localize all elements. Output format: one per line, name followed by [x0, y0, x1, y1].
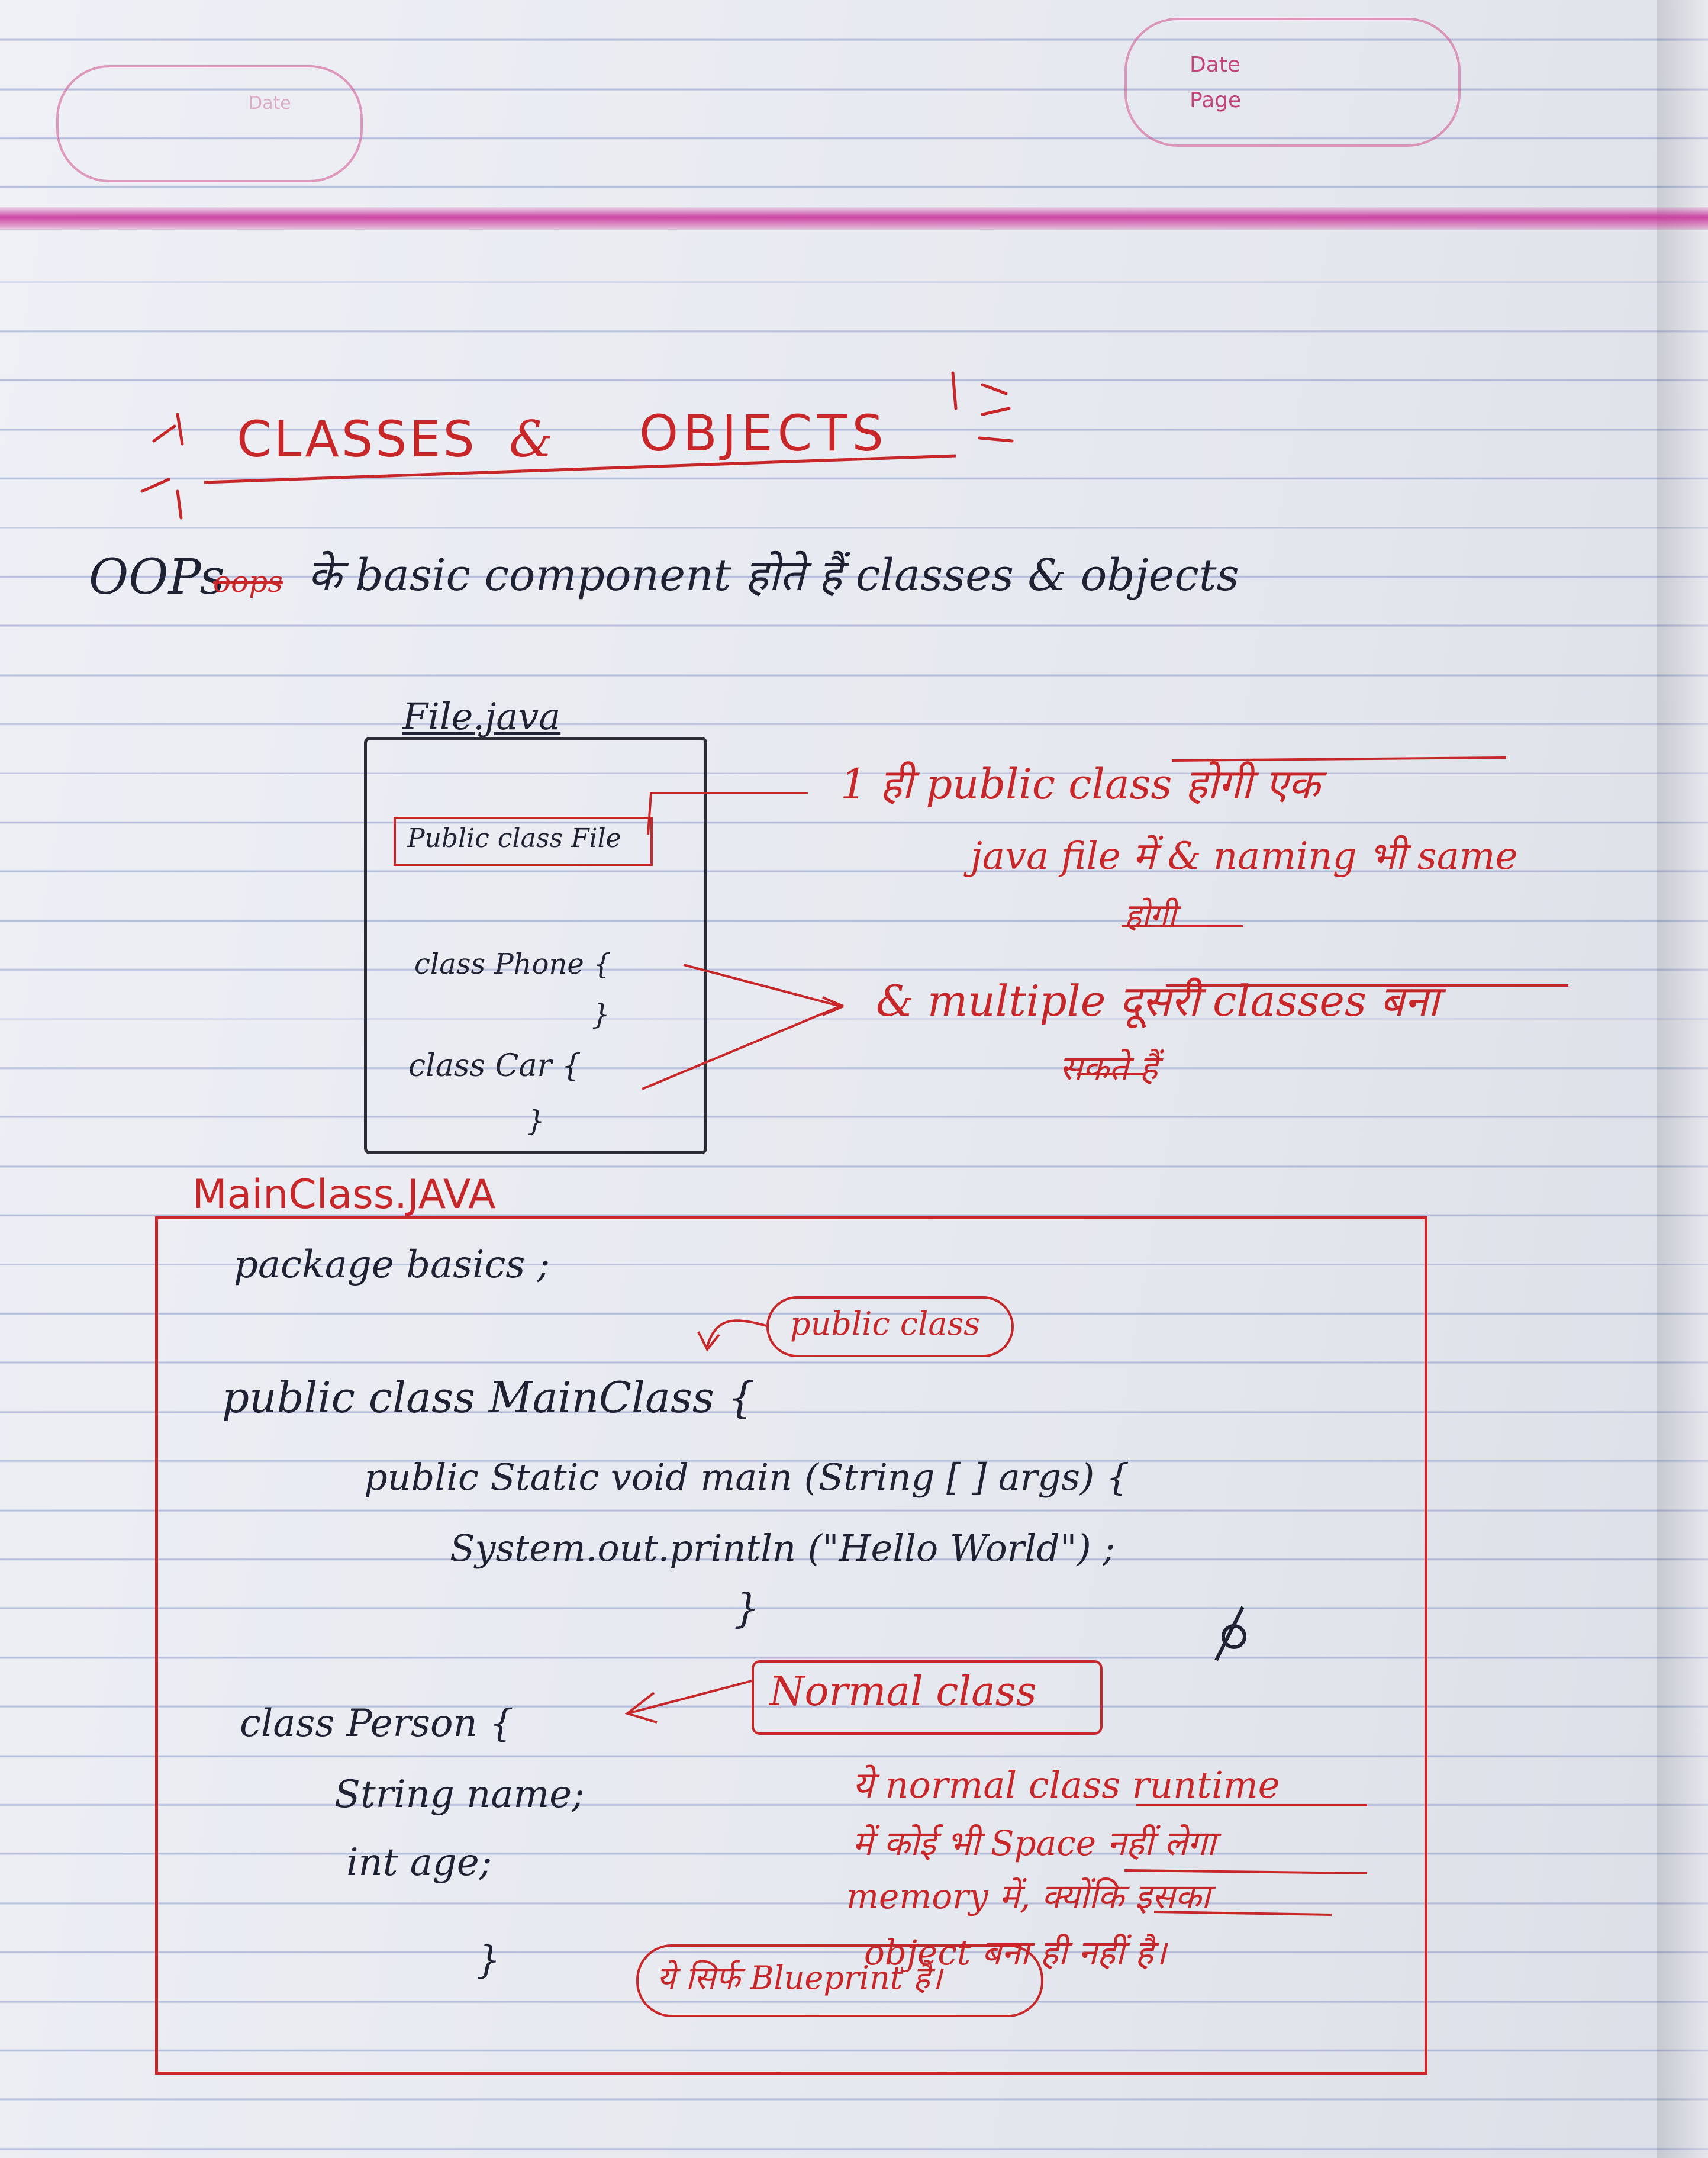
date-label: Date	[1190, 53, 1241, 77]
normal-class-tag-box	[752, 1660, 1103, 1735]
bleed-date-text: Date	[249, 93, 291, 114]
page-edge	[1657, 0, 1708, 2158]
note-runtime-line3: memory में, क्योंकि इसका	[846, 1876, 1210, 1917]
note-runtime-line1: ये normal class runtime	[852, 1763, 1280, 1806]
title-classes: CLASSES	[237, 410, 477, 468]
note1-line1: 1 ही public class होगी एक	[840, 760, 1320, 809]
file-java-box	[364, 737, 707, 1154]
normal-class-tag: Normal class	[769, 1669, 1037, 1715]
class-car-close: }	[527, 1104, 545, 1138]
public-class-file-line: Public class File	[407, 823, 621, 853]
intro-oops: OOPs	[89, 549, 225, 605]
package-line: package basics ;	[234, 1243, 550, 1287]
blueprint-bubble	[636, 1944, 1043, 2017]
person-close-brace: }	[476, 1938, 501, 1982]
println-line: System.out.println ("Hello World") ;	[450, 1526, 1116, 1570]
main-method-line: public Static void main (String [ ] args…	[364, 1455, 1130, 1499]
class-car-open: class Car {	[408, 1048, 581, 1084]
mainclass-box	[155, 1216, 1427, 2075]
public-class-box	[394, 817, 653, 866]
note1-line3: होगी	[1124, 897, 1177, 934]
mainclass-java-label: MainClass.JAVA	[192, 1171, 496, 1218]
note2-line1: & multiple दूसरी classes बना	[876, 976, 1439, 1026]
class-phone-close: }	[592, 998, 610, 1031]
note-runtime-line2: में कोई भी Space नहीं लेगा	[852, 1823, 1216, 1863]
person-field-name: String name;	[334, 1773, 585, 1816]
person-field-age: int age;	[346, 1841, 492, 1885]
page-label: Page	[1190, 88, 1242, 112]
main-close-brace: }	[734, 1586, 760, 1632]
class-decl-line: public class MainClass {	[222, 1373, 755, 1422]
class-phone-open: class Phone {	[414, 948, 611, 981]
header-margin-line	[0, 207, 1708, 230]
intro-text: के basic component होते हैं classes & ob…	[308, 550, 1239, 601]
right-scroll-decoration	[1124, 18, 1461, 147]
title-objects: OBJECTS	[639, 404, 888, 462]
note2-line2: सकते हैं	[1059, 1048, 1158, 1088]
blueprint-text: ये सिर्फ Blueprint है।	[657, 1959, 942, 1996]
left-scroll-decoration	[56, 65, 363, 182]
intro-struck: oops	[213, 565, 283, 599]
public-class-tag: public class	[790, 1305, 980, 1342]
file-java-label: File.java	[402, 695, 561, 738]
person-class-open: class Person {	[240, 1702, 514, 1745]
note1-line2: java file में & naming भी same	[971, 835, 1518, 878]
title-ampersand: &	[509, 410, 553, 468]
faint-bleed-text: Date	[249, 95, 291, 112]
public-class-tag-bubble	[766, 1296, 1014, 1357]
